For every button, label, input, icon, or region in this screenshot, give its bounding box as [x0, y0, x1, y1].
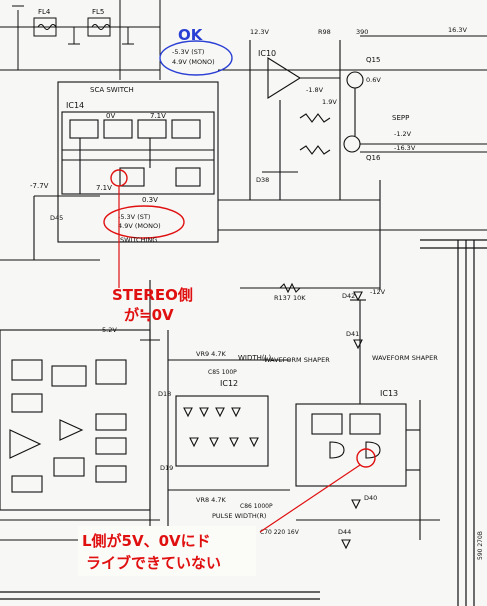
fl4-label: FL4: [38, 8, 51, 16]
q15-label: Q15: [366, 56, 380, 64]
ic13-block: [295, 300, 440, 550]
v18-label: -1.8V: [306, 86, 324, 94]
r137-area: [240, 282, 380, 302]
c85-label: C85 100P: [208, 369, 237, 376]
r390-label: 390: [356, 28, 368, 36]
pulse-width-r-label: PULSE WIDTH(R): [212, 512, 266, 520]
stereo-callout-line1: STEREO側: [112, 286, 193, 304]
d40-label: D40: [364, 494, 377, 502]
side-number: 590 270B: [477, 531, 484, 560]
v163-label: 16.3V: [448, 26, 467, 34]
v52-label: 5.2V: [102, 326, 117, 334]
lside-probe-circle: [356, 448, 376, 468]
lside-callout-line2: ライブできていない: [86, 554, 221, 572]
ok-label: OK: [178, 26, 204, 44]
neg163-label: -16.3V: [394, 144, 416, 152]
c70-label: C70 220 16V: [260, 529, 300, 536]
ic12-block: [167, 330, 290, 540]
d38-label: D38: [256, 176, 269, 184]
stereo-callout-line2: が≒0V: [124, 306, 174, 324]
v71-label-a: 7.1V: [150, 112, 166, 120]
d44-label: D44: [338, 528, 351, 536]
neg77-label: -7.7V: [30, 182, 49, 190]
switching-ellipse: [103, 205, 185, 239]
frame-lines: [0, 239, 487, 606]
filter-section: [0, 0, 161, 80]
zero-volt-label: 0V: [106, 112, 115, 120]
sepp-label: SEPP: [392, 114, 409, 122]
sw-mono-value: 4.9V (MONO): [118, 222, 161, 230]
r137-label: R137 10K: [274, 294, 306, 302]
c86-label: C86 1000P: [240, 503, 273, 510]
width-l-label: WIDTH(L): [238, 354, 272, 362]
ic14-block: [0, 81, 219, 261]
lside-callout-bg: [78, 526, 256, 576]
ic10-block: [218, 35, 487, 290]
neg12-label: -1.2V: [394, 130, 412, 138]
r98-label: R98: [318, 28, 331, 36]
d18-label: D18: [158, 390, 171, 398]
switching-label: SWITCHING: [120, 236, 157, 244]
ok-ellipse: [159, 40, 233, 76]
wf-shaper-2-label: WAVEFORM SHAPER: [372, 354, 438, 362]
ok-mono-value: 4.9V (MONO): [172, 58, 215, 66]
d42-label: D42: [342, 292, 355, 300]
v123-label: 12.3V: [250, 28, 269, 36]
wf-shaper-1-label: WAVEFORM SHAPER: [264, 356, 330, 364]
vr8-label: VR8 4.7K: [196, 496, 227, 504]
ic10-label: IC10: [258, 49, 276, 58]
ic13-label: IC13: [380, 389, 398, 398]
ok-st-value: -5.3V (ST): [172, 48, 204, 56]
ic14-label: IC14: [66, 101, 84, 110]
v06-label: 0.6V: [366, 76, 381, 84]
v19-label: 1.9V: [322, 98, 337, 106]
v03-label: 0.3V: [142, 196, 158, 204]
ic12-label: IC12: [220, 379, 238, 388]
d45-label: D45: [50, 214, 63, 222]
d19-label: D19: [160, 464, 173, 472]
d41-label: D41: [346, 330, 359, 338]
fl5-label: FL5: [92, 8, 104, 16]
sca-switch-label: SCA SWITCH: [90, 86, 134, 94]
q16-label: Q16: [366, 154, 381, 162]
lside-leader: [259, 464, 361, 533]
sw-st-value: -5.3V (ST): [118, 213, 150, 221]
lside-callout-line1: L側が5V、0Vにド: [82, 532, 211, 550]
neg12v-label: -12V: [370, 288, 386, 296]
vr9-label: VR9 4.7K: [196, 350, 227, 358]
v71-label-b: 7.1V: [96, 184, 112, 192]
